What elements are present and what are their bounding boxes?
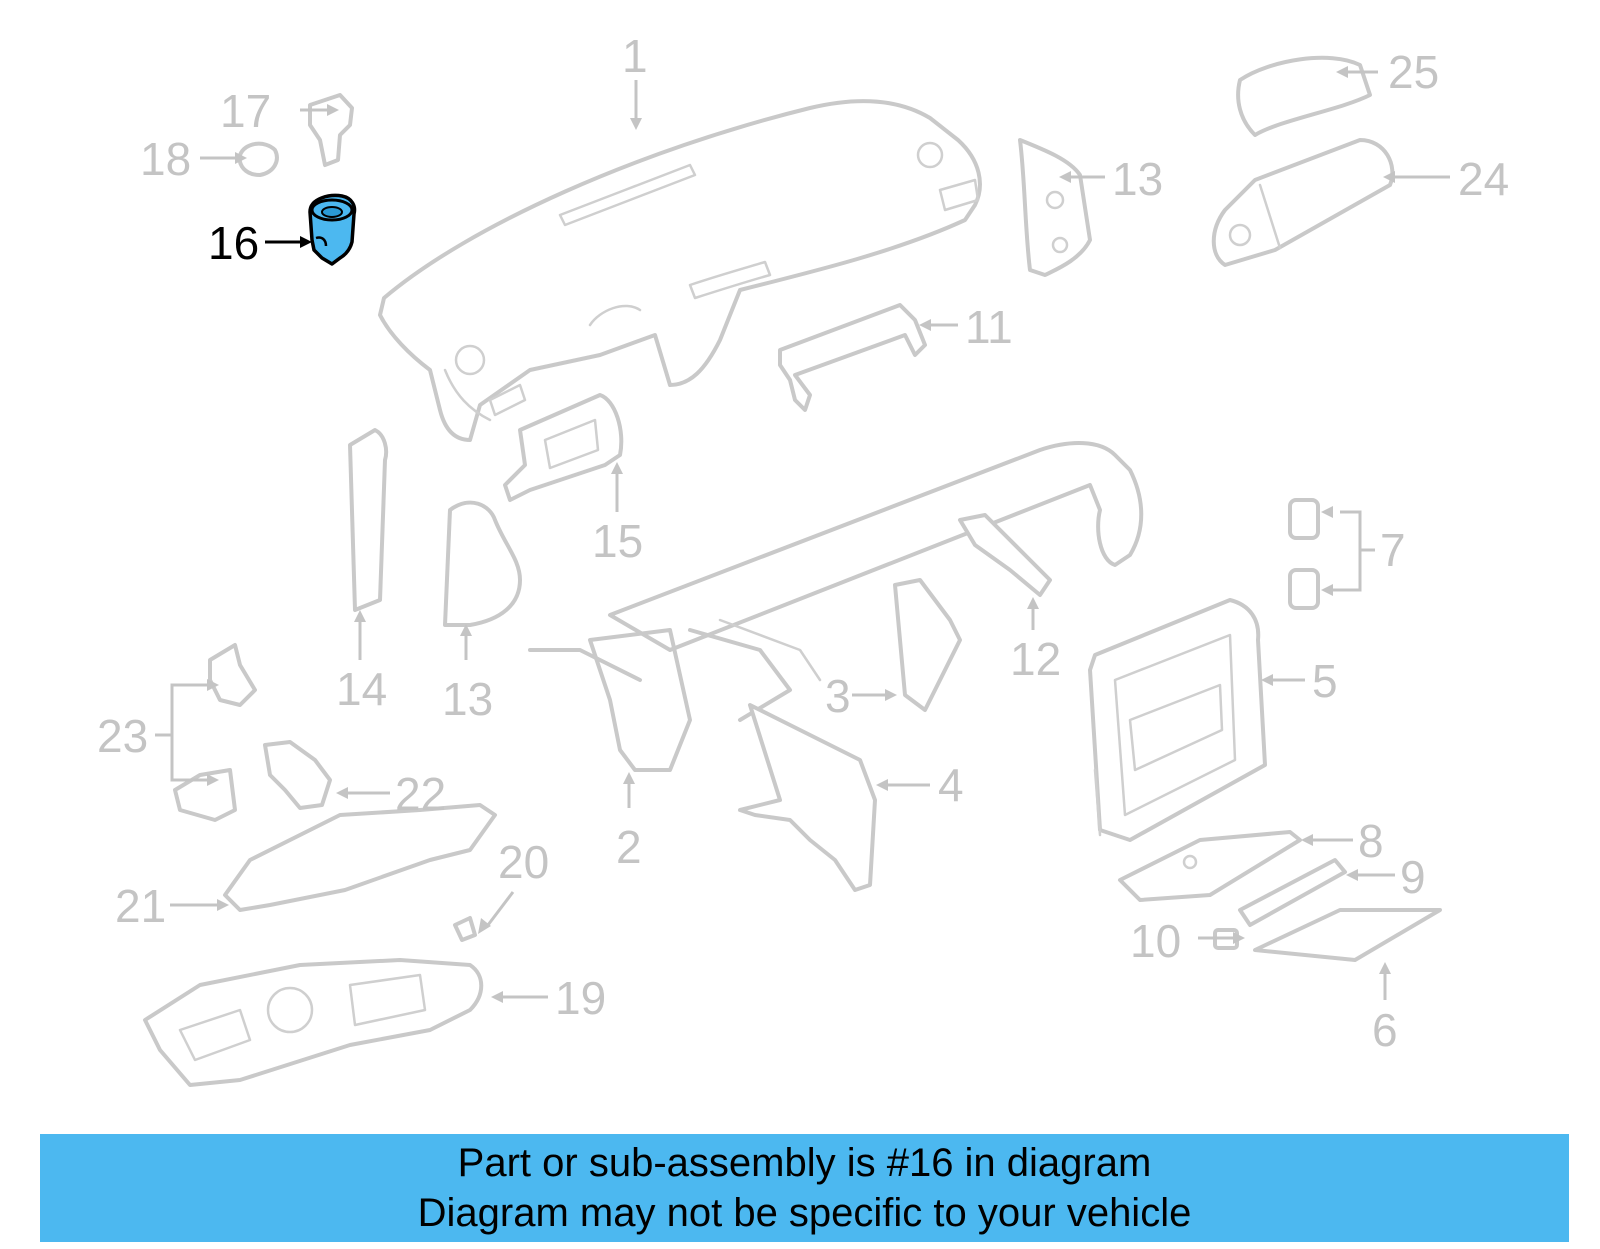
callout-6: 6 [1372,1004,1398,1056]
part-20-nut [453,916,477,942]
callout-7: 7 [1380,524,1406,576]
part-21-knee-bolster [223,803,497,912]
part-18-clip [237,141,279,177]
part-24-airbag-module [1211,138,1395,267]
callout-16: 16 [208,217,259,269]
part-15-bezel [503,393,624,502]
callout-2: 2 [616,821,642,873]
part-13-side-panel-top [1018,138,1092,277]
callout-17: 17 [220,85,271,137]
callout-3: 3 [825,670,851,722]
part-13-side-trim [443,500,522,627]
callout-13-bottom: 13 [442,673,493,725]
callout-18: 18 [140,133,191,185]
part-12-bracket [958,513,1052,597]
callout-24: 24 [1458,153,1509,205]
part-14-pillar [348,428,389,612]
callout-22: 22 [395,768,446,820]
part-11-bracket [778,303,927,412]
part-4-support [738,703,877,892]
part-7-buttons [1288,498,1320,610]
callout-11: 11 [965,301,1013,353]
callouts: 1 25 24 13 11 15 14 13 3 12 2 4 5 7 8 9 … [97,30,1509,1056]
callout-10: 10 [1130,915,1181,967]
part-9-strip [1238,858,1347,927]
part-3-brace [893,578,962,712]
callout-21: 21 [115,880,166,932]
part-1-instrument-panel [378,99,982,442]
part-16-highlighted[interactable] [308,193,357,266]
part-6-mat [1253,908,1442,962]
callout-12: 12 [1010,633,1061,685]
callout-4: 4 [938,759,964,811]
callout-19: 19 [555,972,606,1024]
part-17-clip [308,93,354,167]
part-19-lower-panel [143,958,484,1087]
leader-16 [265,236,312,248]
callout-8: 8 [1358,815,1384,867]
callout-5: 5 [1312,655,1338,707]
info-banner: Part or sub-assembly is #16 in diagram D… [40,1134,1569,1242]
callout-9: 9 [1400,851,1426,903]
banner-line-1: Part or sub-assembly is #16 in diagram [457,1141,1152,1185]
part-2-cross-car-beam [528,441,1144,772]
callout-1: 1 [622,30,648,82]
part-22-clips [263,740,332,810]
callout-13-top: 13 [1112,153,1163,205]
part-25-cover [1236,55,1372,137]
banner-line-2: Diagram may not be specific to your vehi… [417,1191,1192,1235]
callout-20: 20 [498,836,549,888]
part-8-tray [1118,830,1302,902]
callout-23: 23 [97,710,148,762]
callout-25: 25 [1388,46,1439,98]
callout-15: 15 [592,515,643,567]
leaders [155,66,1450,1003]
part-5-center-bezel [1088,598,1267,842]
callout-14: 14 [336,663,387,715]
part-23-brackets [173,643,257,822]
